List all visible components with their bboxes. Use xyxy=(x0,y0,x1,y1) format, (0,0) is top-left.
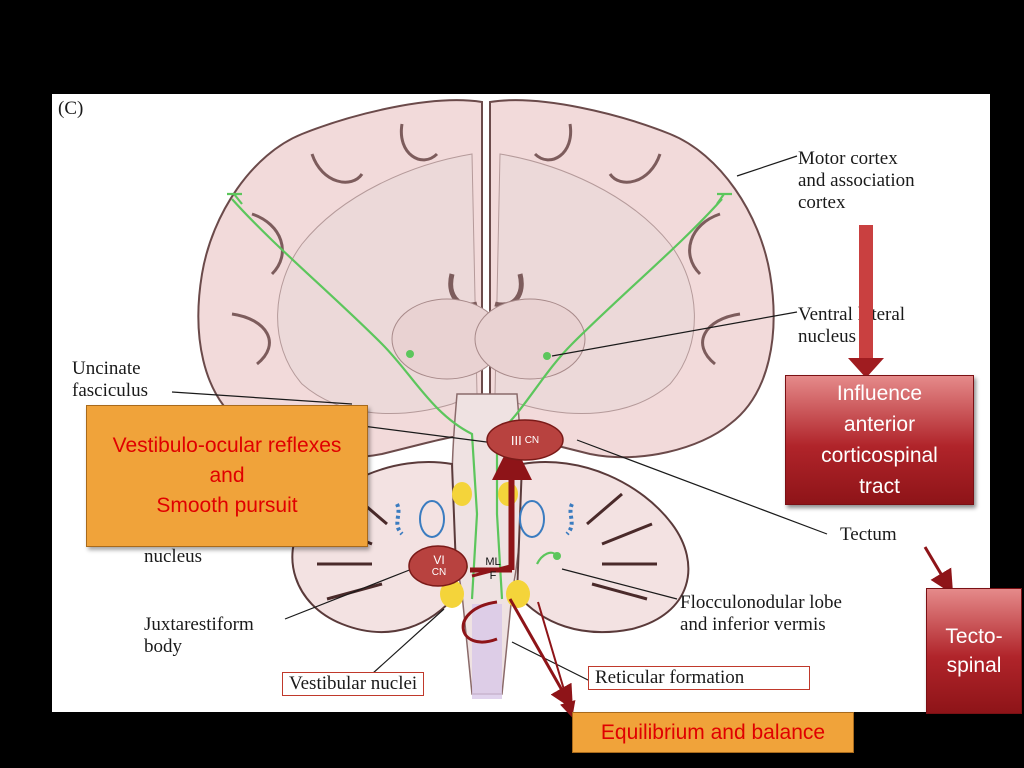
cerebellum-right xyxy=(515,461,690,633)
label-flocculonodular-lobe: Flocculonodular lobe and inferior vermis xyxy=(680,592,842,635)
label-juxtarestiform-body: Juxtarestiform body xyxy=(144,614,254,657)
label-ventral-lateral-nucleus: Ventral lateral nucleus xyxy=(798,304,906,347)
callout-vestibulo-ocular: Vestibulo-ocular reflexes and Smooth pur… xyxy=(86,405,368,547)
mlf-label: ML F xyxy=(485,556,501,582)
cn-iii-label: III CN xyxy=(510,432,540,448)
label-vestibular-nuclei: Vestibular nuclei xyxy=(282,672,425,696)
callout-tectospinal: Tecto- spinal xyxy=(926,588,1022,714)
panel-label: (C) xyxy=(58,98,84,119)
label-uncinate-fasciculus: Uncinate fasciculus xyxy=(72,358,148,401)
label-motor-cortex: Motor cortex and association cortex xyxy=(798,148,915,213)
label-reticular-formation: Reticular formation xyxy=(588,666,810,690)
label-nucleus: nucleus xyxy=(144,546,203,567)
callout-equilibrium: Equilibrium and balance xyxy=(572,712,854,753)
cn-vi-label: VI CN xyxy=(431,552,447,578)
label-tectum: Tectum xyxy=(840,524,897,545)
callout-corticospinal: Influence anterior corticospinal tract xyxy=(785,375,974,505)
